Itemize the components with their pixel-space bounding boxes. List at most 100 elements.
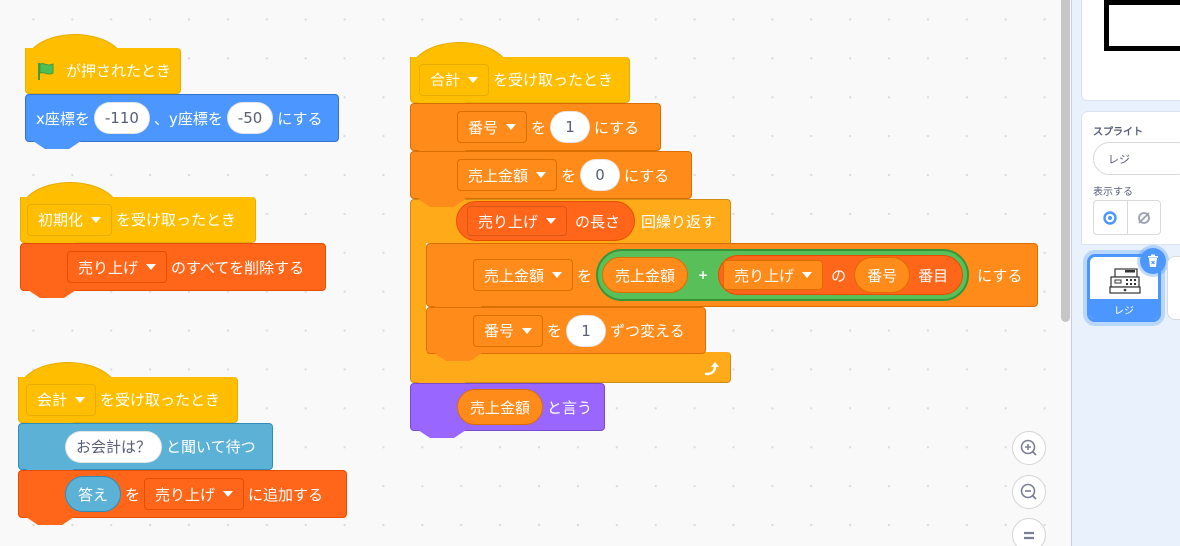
visibility-toggle bbox=[1093, 200, 1161, 235]
delete-all-of-list-block[interactable]: 売り上げ のすべてを削除する bbox=[20, 243, 326, 291]
delete-all-suffix: のすべてを削除する bbox=[171, 258, 305, 277]
hide-button[interactable] bbox=[1126, 201, 1161, 234]
list-dropdown[interactable]: 売り上げ bbox=[467, 206, 568, 236]
set-mid: を bbox=[531, 118, 547, 137]
add-to-list-block[interactable]: 答え を 売り上げ に追加する bbox=[18, 470, 347, 518]
dropdown-arrow-icon bbox=[91, 216, 102, 223]
dropdown-arrow-icon bbox=[506, 124, 517, 130]
change-variable-block[interactable]: 番号 を 1 ずつ変える bbox=[426, 307, 706, 354]
code-workspace[interactable]: が押されたとき x座標を -110 、y座標を -50 にする 初期化 を受け取… bbox=[0, 0, 1072, 546]
set-mid: を bbox=[561, 166, 577, 185]
block-tab bbox=[33, 141, 81, 149]
repeat-arm-left bbox=[410, 239, 426, 354]
dropdown-arrow-icon bbox=[223, 491, 234, 497]
eye-icon bbox=[1103, 210, 1117, 225]
variable-reporter[interactable]: 売上金額 bbox=[602, 257, 689, 293]
green-flag-icon bbox=[38, 62, 54, 80]
list-name: 売り上げ bbox=[78, 258, 139, 277]
dropdown-arrow-icon bbox=[522, 327, 533, 334]
workspace-divider bbox=[1071, 0, 1072, 546]
plus-sign: + bbox=[698, 268, 709, 282]
sprite-tile-partial[interactable] bbox=[1167, 256, 1180, 320]
when-receive-init-block[interactable]: 初期化 を受け取ったとき bbox=[20, 197, 256, 243]
show-button[interactable] bbox=[1094, 201, 1127, 234]
when-flag-clicked-block[interactable]: が押されたとき bbox=[25, 48, 181, 94]
set-mid: を bbox=[577, 266, 593, 285]
delete-sprite-button[interactable] bbox=[1140, 248, 1166, 274]
list-name: 売り上げ bbox=[734, 266, 795, 285]
item-suffix: 番目 bbox=[918, 266, 949, 285]
message-name: 初期化 bbox=[38, 211, 84, 229]
hat-suffix: を受け取ったとき bbox=[116, 211, 237, 229]
value-input[interactable]: 1 bbox=[550, 111, 591, 143]
variable-dropdown[interactable]: 番号 bbox=[457, 111, 528, 143]
repeat-suffix: 回繰り返す bbox=[641, 212, 717, 231]
set-variable-block[interactable]: 売上金額 を 0 にする bbox=[410, 151, 692, 199]
answer-reporter[interactable]: 答え bbox=[65, 476, 122, 512]
length-label: の長さ bbox=[575, 212, 621, 231]
variable-reporter[interactable]: 売上金額 bbox=[457, 389, 544, 425]
question-input[interactable]: お会計は？ bbox=[65, 430, 163, 463]
block-tab bbox=[28, 290, 76, 298]
dropdown-arrow-icon bbox=[146, 264, 157, 270]
add-operator-reporter[interactable]: 売上金額 + 売り上げ の 番号 番目 bbox=[596, 249, 970, 301]
message-name: 合計 bbox=[430, 71, 461, 89]
dropdown-arrow-icon bbox=[468, 76, 479, 83]
message-dropdown[interactable]: 会計 bbox=[26, 383, 97, 416]
variable-dropdown[interactable]: 売上金額 bbox=[457, 159, 558, 191]
zoom-out-icon bbox=[1020, 483, 1037, 500]
ask-and-wait-block[interactable]: お会計は？ と聞いて待つ bbox=[18, 423, 273, 470]
workspace-scrollbar[interactable] bbox=[1061, 0, 1070, 322]
set-suffix: にする bbox=[594, 118, 640, 137]
change-suffix: ずつ変える bbox=[610, 322, 685, 340]
goto-suffix: にする bbox=[277, 109, 323, 128]
sprite-tile-label: レジ bbox=[1090, 299, 1158, 319]
hat-label: が押されたとき bbox=[66, 62, 172, 80]
y-input[interactable]: -50 bbox=[226, 102, 274, 134]
zoom-in-icon bbox=[1020, 439, 1037, 456]
change-mid: を bbox=[547, 322, 563, 340]
hat-suffix: を受け取ったとき bbox=[100, 391, 221, 409]
set-variable-block[interactable]: 売上金額 を 売上金額 + 売り上げ の 番号 番目 にする bbox=[426, 243, 1038, 307]
ask-suffix: と聞いて待つ bbox=[166, 438, 256, 456]
variable-dropdown[interactable]: 売上金額 bbox=[473, 259, 574, 291]
go-to-xy-block[interactable]: x座標を -110 、y座標を -50 にする bbox=[25, 94, 339, 142]
repeat-header: 売り上げ の長さ 回繰り返す bbox=[456, 201, 720, 241]
set-suffix: にする bbox=[624, 166, 670, 185]
message-dropdown[interactable]: 初期化 bbox=[27, 203, 113, 236]
list-dropdown[interactable]: 売り上げ bbox=[723, 260, 824, 290]
block-tab bbox=[418, 430, 466, 438]
list-dropdown[interactable]: 売り上げ bbox=[67, 251, 168, 283]
reset-zoom-button[interactable] bbox=[1012, 518, 1046, 546]
index-reporter[interactable]: 番号 bbox=[854, 257, 911, 293]
dropdown-arrow-icon bbox=[552, 272, 563, 278]
message-name: 会計 bbox=[37, 391, 68, 409]
list-name: 売り上げ bbox=[478, 212, 539, 231]
sprite-name-input[interactable]: レジ bbox=[1093, 142, 1180, 175]
dropdown-arrow-icon bbox=[75, 396, 86, 403]
dropdown-arrow-icon bbox=[802, 272, 813, 278]
set-variable-block[interactable]: 番号 を 1 にする bbox=[410, 103, 661, 151]
set-suffix: にする bbox=[977, 266, 1023, 285]
value-input[interactable]: 1 bbox=[566, 314, 607, 347]
list-dropdown[interactable]: 売り上げ bbox=[144, 478, 245, 510]
message-dropdown[interactable]: 合計 bbox=[419, 63, 490, 96]
item-of-list-reporter[interactable]: 売り上げ の 番号 番目 bbox=[718, 255, 964, 295]
zoom-in-button[interactable] bbox=[1012, 431, 1046, 465]
variable-name: 番号 bbox=[484, 322, 515, 340]
show-label: 表示する bbox=[1093, 187, 1133, 198]
when-receive-checkout-block[interactable]: 会計 を受け取ったとき bbox=[18, 377, 238, 423]
variable-dropdown[interactable]: 番号 bbox=[473, 314, 544, 347]
zoom-out-button[interactable] bbox=[1012, 475, 1046, 509]
value-input[interactable]: 0 bbox=[580, 159, 621, 191]
when-receive-total-block[interactable]: 合計 を受け取ったとき bbox=[410, 57, 630, 103]
hat-suffix: を受け取ったとき bbox=[493, 71, 614, 89]
variable-name: 番号 bbox=[468, 118, 499, 137]
block-tab bbox=[434, 353, 482, 361]
equals-icon bbox=[1024, 531, 1034, 540]
say-block[interactable]: 売上金額 と言う bbox=[410, 383, 605, 431]
list-length-reporter[interactable]: 売り上げ の長さ bbox=[456, 201, 636, 241]
x-input[interactable]: -110 bbox=[93, 102, 150, 134]
eye-hidden-icon bbox=[1137, 211, 1150, 224]
loop-arrow-icon bbox=[704, 362, 719, 376]
